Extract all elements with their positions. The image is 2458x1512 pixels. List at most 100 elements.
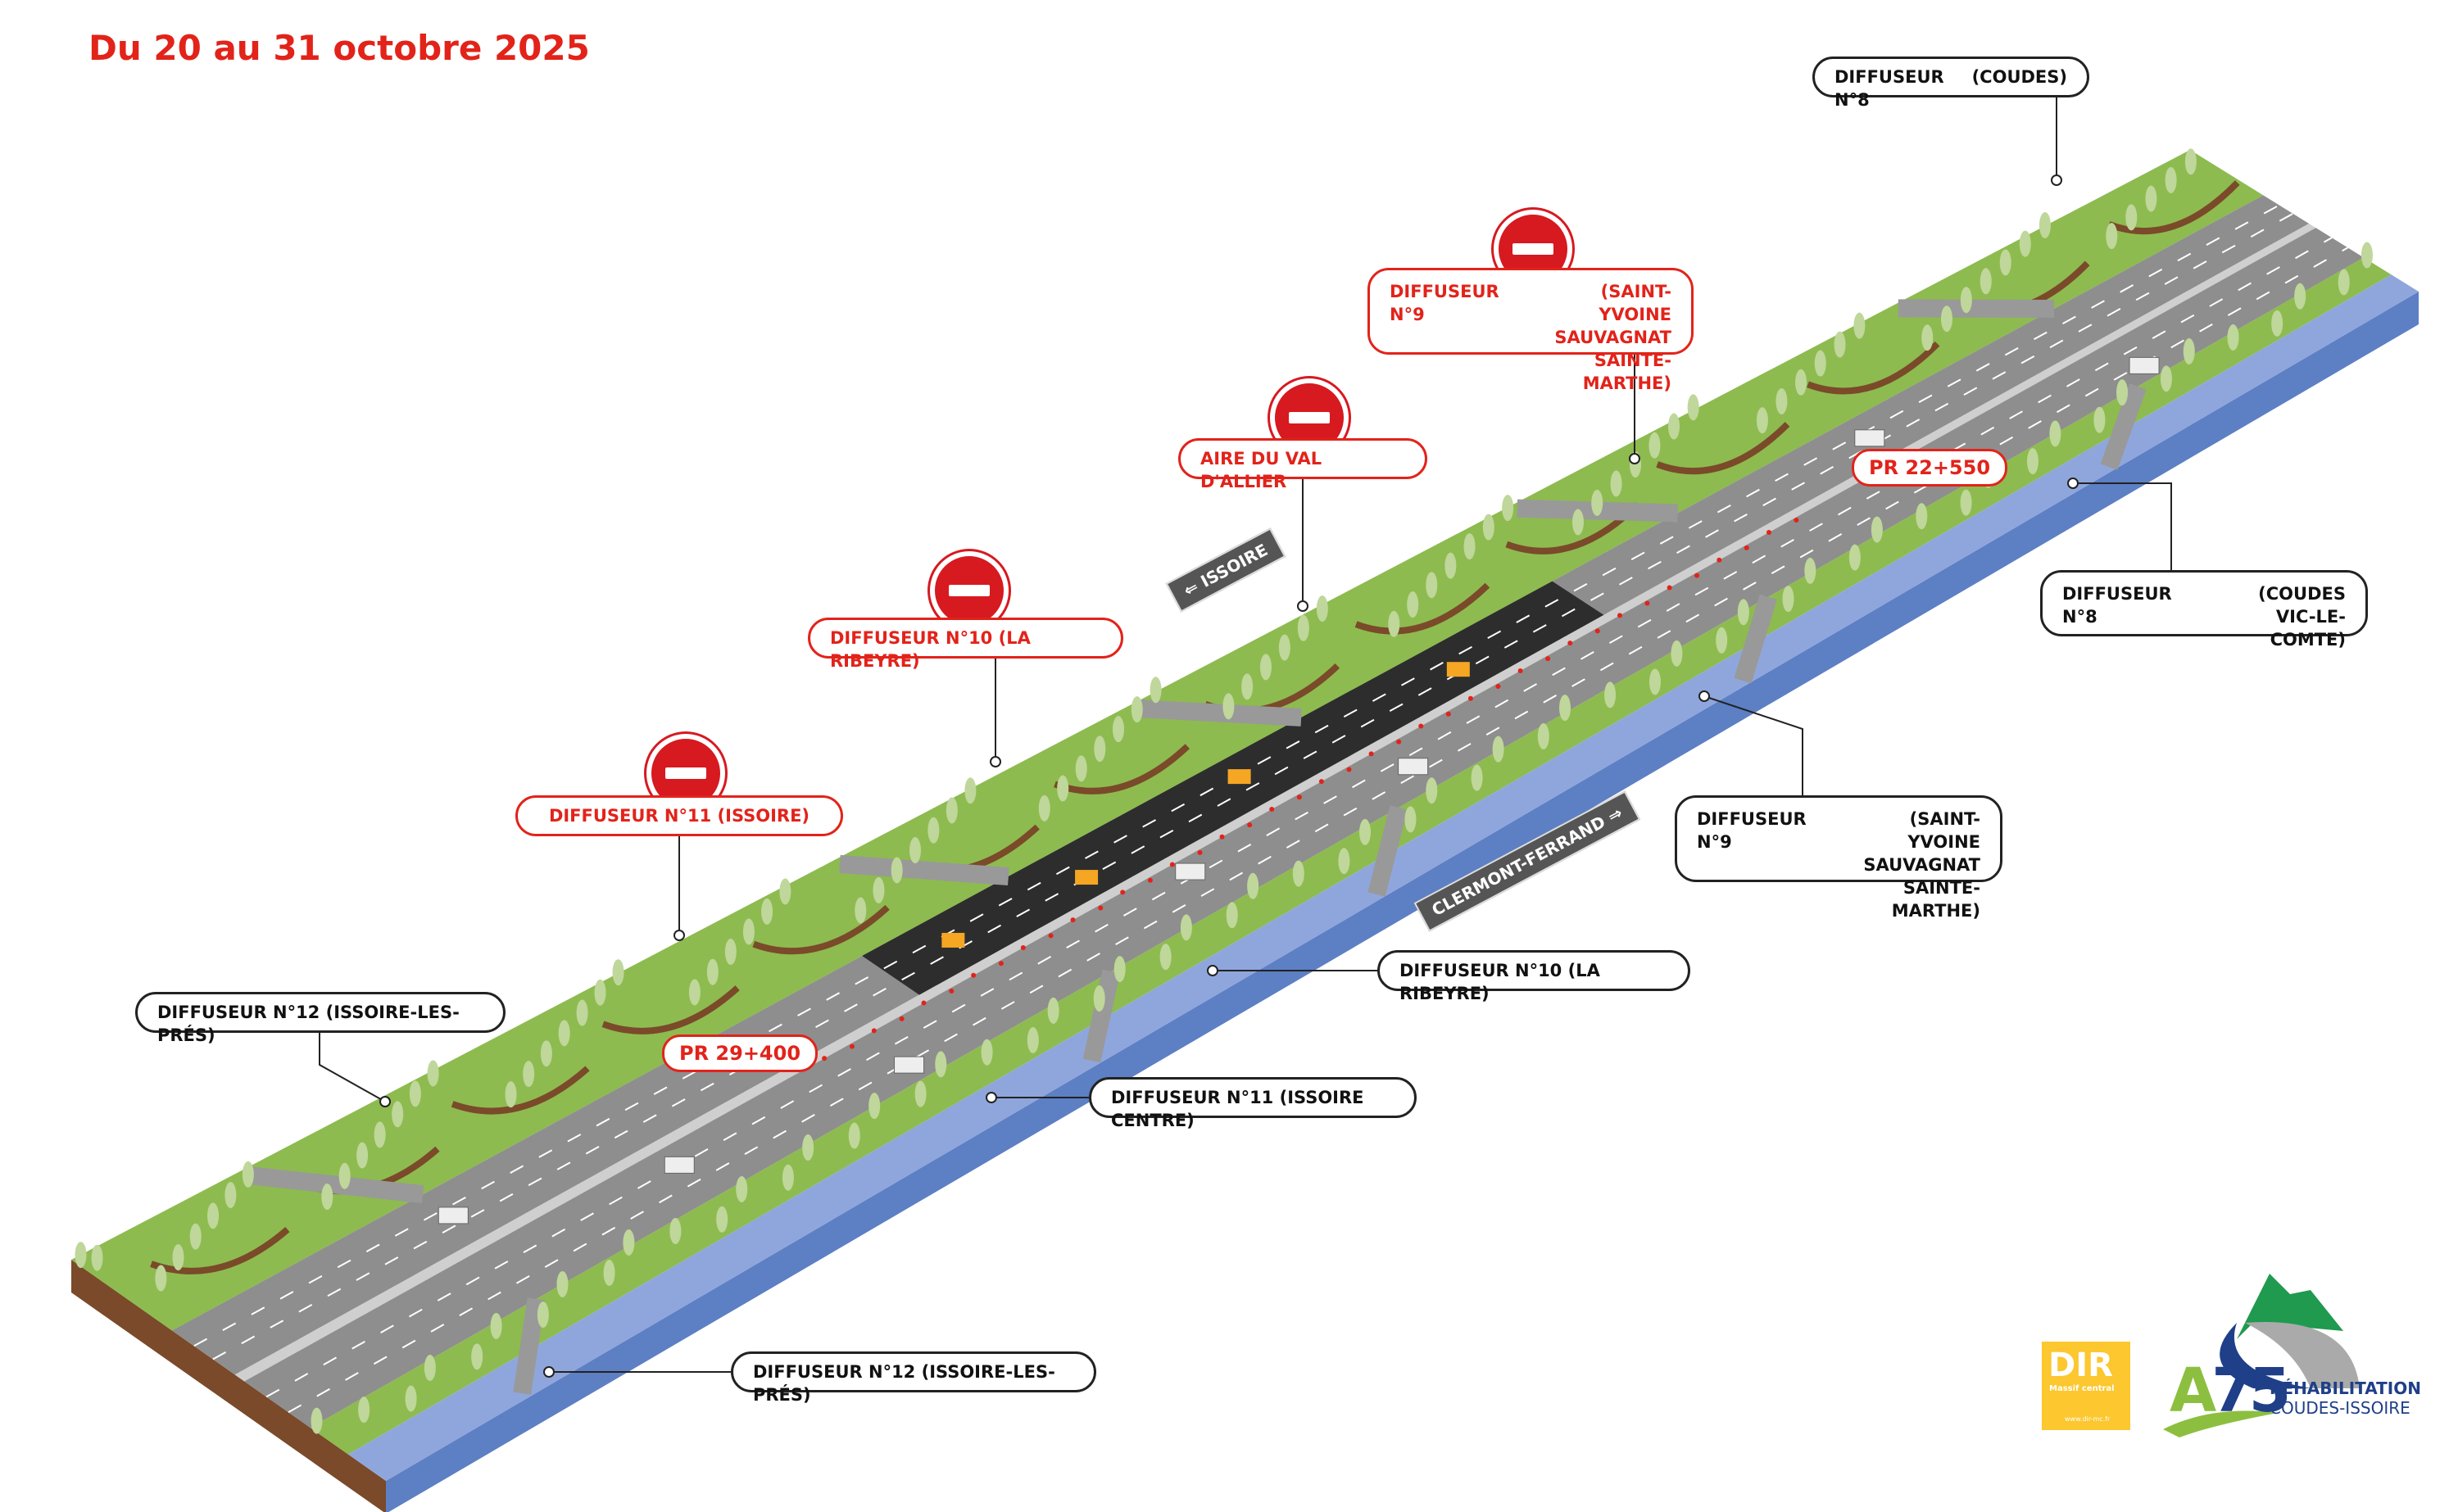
tree-icon <box>1871 516 1883 543</box>
tree-icon <box>1980 268 1992 295</box>
leader-dot <box>1207 965 1218 976</box>
tree-icon <box>1038 794 1050 822</box>
tree-icon <box>1093 985 1105 1012</box>
embankment-slope <box>752 904 890 955</box>
tree-icon <box>623 1229 635 1256</box>
works-machine-icon <box>941 932 965 948</box>
tree-icon <box>736 1175 748 1202</box>
label-name: DIFFUSEUR N°8 <box>2062 584 2172 627</box>
works-machine-icon <box>1446 662 1470 677</box>
traffic-cone-icon <box>1467 695 1473 701</box>
vehicle-icon <box>894 1056 925 1074</box>
tree-icon <box>1180 914 1192 941</box>
traffic-cone-icon <box>1545 656 1551 662</box>
tree-icon <box>1648 668 1661 695</box>
label-diffuseur-9-south: DIFFUSEUR N°9 (SAINT-YVOINE SAUVAGNAT SA… <box>1675 795 2002 921</box>
tree-icon <box>1687 394 1699 421</box>
tree-icon <box>868 1093 881 1120</box>
pr-marker-22-550: PR 22+550 <box>1852 449 2008 487</box>
tree-icon <box>1316 595 1328 622</box>
tree-icon <box>1492 736 1504 763</box>
tree-icon <box>1259 654 1272 681</box>
tree-icon <box>471 1343 483 1370</box>
label-name: DIFFUSEUR N°9 <box>1390 282 1499 324</box>
embankment-slope <box>1054 744 1190 794</box>
tree-icon <box>1775 387 1788 414</box>
tree-icon <box>409 1080 421 1107</box>
traffic-cone-icon <box>1794 518 1799 523</box>
label-name: DIFFUSEUR N°12 (ISSOIRE-LES-PRÉS) <box>157 1003 460 1045</box>
tree-icon <box>1737 599 1749 626</box>
tree-icon <box>172 1244 184 1271</box>
tree-icon <box>311 1407 323 1434</box>
traffic-cone-icon <box>1517 668 1523 673</box>
tree-icon <box>1426 572 1438 599</box>
interchange-ramp <box>513 1297 546 1395</box>
traffic-cone-icon <box>1197 849 1203 855</box>
traffic-cone-icon <box>998 961 1004 967</box>
a75-emblem-icon <box>2163 1274 2360 1437</box>
embankment-slope <box>601 985 740 1034</box>
leader-dot <box>673 930 685 941</box>
tree-icon <box>1471 764 1483 791</box>
traffic-cone-icon <box>1644 600 1650 606</box>
label-name: DIFFUSEUR N°11 (ISSOIRE CENTRE) <box>1111 1088 1364 1130</box>
tree-icon <box>1668 413 1680 440</box>
embankment-slope <box>150 1227 290 1274</box>
vehicle-icon <box>1398 758 1429 776</box>
traffic-cone-icon <box>1418 723 1424 729</box>
tree-icon <box>321 1184 333 1211</box>
central-median <box>234 223 2316 1382</box>
label-name: DIFFUSEUR N°9 <box>1697 809 1807 852</box>
traffic-cone-icon <box>849 1043 855 1049</box>
tree-icon <box>1848 544 1861 571</box>
a75-logo-line1: RÉHABILITATION <box>2270 1378 2421 1398</box>
interchange-ramp <box>839 854 1009 885</box>
leader-dot <box>543 1366 555 1378</box>
label-name: DIFFUSEUR N°10 (LA RIBEYRE) <box>830 628 1031 671</box>
works-machine-icon <box>1075 870 1099 885</box>
tree-icon <box>669 1217 682 1244</box>
tree-icon <box>594 979 606 1006</box>
tree-icon <box>2338 269 2350 296</box>
leader-dot <box>2051 174 2062 186</box>
tree-icon <box>716 1206 728 1233</box>
traffic-cone-icon <box>1020 944 1026 950</box>
tree-icon <box>2294 283 2306 310</box>
a75-logo-line2: COUDES-ISSOIRE <box>2270 1398 2410 1418</box>
interchange-ramp <box>1136 699 1302 727</box>
tree-icon <box>207 1202 220 1229</box>
tree-icon <box>2026 448 2039 475</box>
tree-icon <box>1278 634 1290 661</box>
tree-icon <box>1057 775 1069 802</box>
traffic-cone-icon <box>1120 890 1126 895</box>
label-place: (COUDES) <box>1971 67 2067 87</box>
leader-line <box>319 1033 386 1102</box>
tree-icon <box>2093 406 2106 433</box>
tree-icon <box>1648 432 1661 459</box>
tree-icon <box>779 878 791 905</box>
tree-icon <box>782 1164 794 1191</box>
pr-marker-29-400: PR 29+400 <box>662 1034 819 1072</box>
lane-marking <box>288 247 2349 1414</box>
tree-icon <box>1960 287 1972 314</box>
tree-icon <box>802 1134 814 1161</box>
traffic-cone-icon <box>1766 529 1771 535</box>
lane-marking <box>212 212 2294 1360</box>
tree-icon <box>761 898 773 925</box>
traffic-cone-icon <box>1667 585 1672 591</box>
tree-icon <box>405 1385 417 1412</box>
label-name: AIRE DU VAL D'ALLIER <box>1200 449 1322 491</box>
tree-icon <box>848 1122 860 1149</box>
tree-icon <box>688 979 701 1006</box>
tree-icon <box>909 837 921 864</box>
tree-icon <box>1159 944 1172 971</box>
tree-icon <box>927 817 940 844</box>
tree-icon <box>1537 722 1549 749</box>
traffic-cone-icon <box>1048 933 1054 939</box>
leader-dot <box>1297 600 1308 612</box>
vehicle-icon <box>2129 356 2160 374</box>
label-diffuseur-8-coudes: DIFFUSEUR N°8 (COUDES) <box>1812 57 2089 110</box>
embankment-slope <box>1354 582 1490 635</box>
closed-label-aire-val-allier: AIRE DU VAL D'ALLIER <box>1178 438 1427 491</box>
